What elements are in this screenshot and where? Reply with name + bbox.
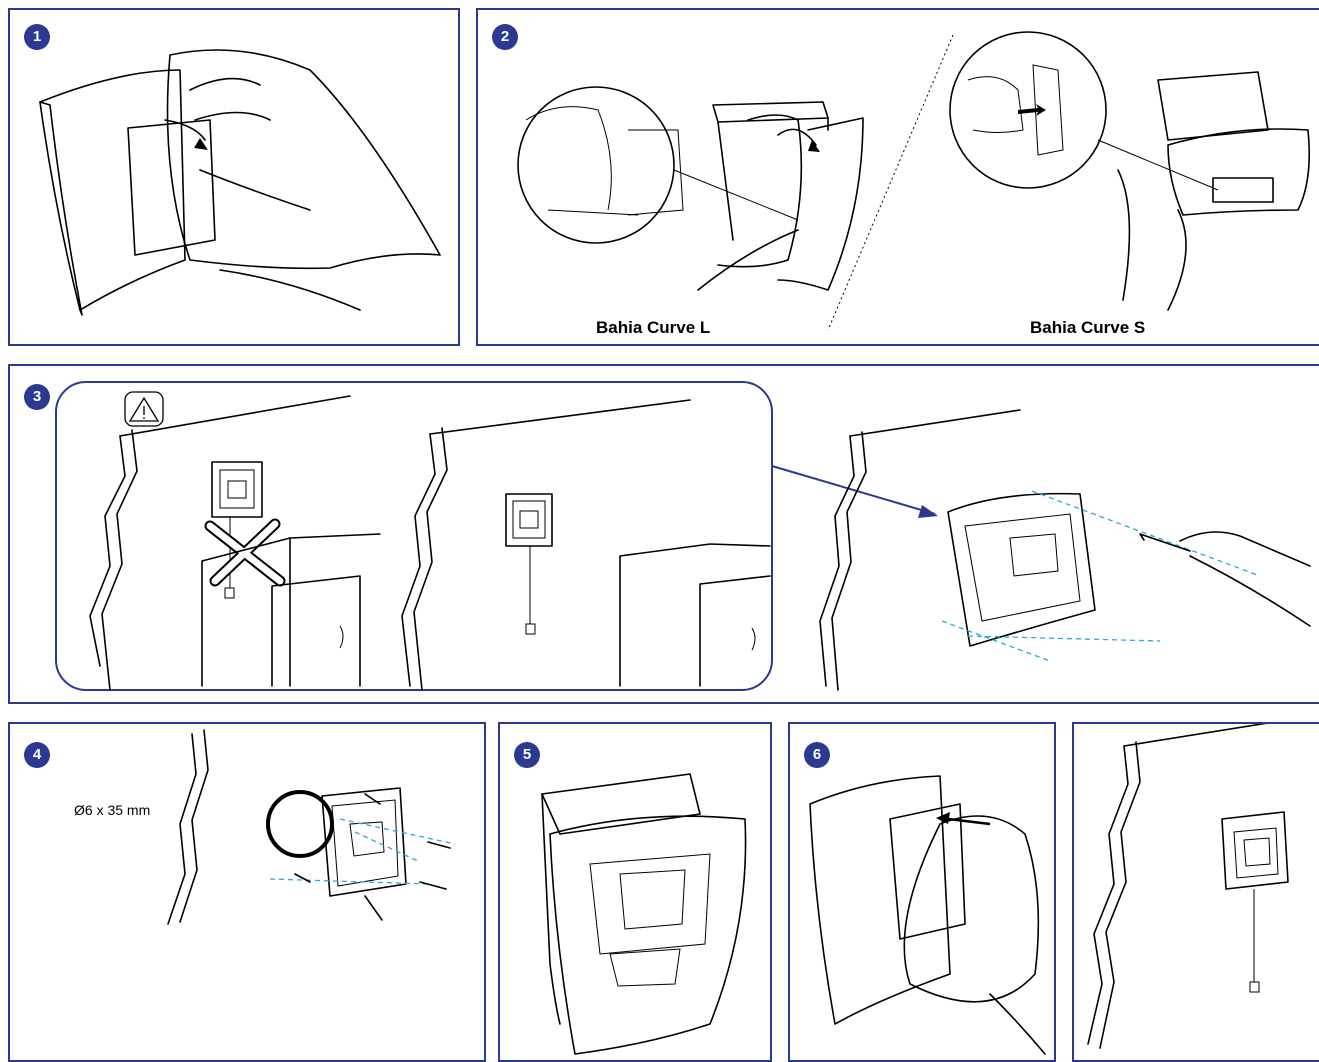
- step-4-badge: 4: [24, 742, 50, 768]
- step-5-panel: 5: [498, 722, 772, 1062]
- step-2-panel: 2 Bahia Curve L Bahia Curve S: [476, 8, 1319, 346]
- step-6-illustration: [790, 724, 1056, 1062]
- step-6-panel: 6: [788, 722, 1056, 1062]
- step-7-illustration: [1074, 724, 1319, 1062]
- step-2-badge: 2: [492, 24, 518, 50]
- step-1-illustration: [10, 10, 460, 346]
- step-2-illustration: [478, 10, 1319, 346]
- caption-bahia-curve-s: Bahia Curve S: [1030, 318, 1145, 338]
- step-6-badge: 6: [804, 742, 830, 768]
- dimension-label: Ø6 x 35 mm: [74, 802, 150, 818]
- step-1-panel: 1: [8, 8, 460, 346]
- step-4-illustration: [10, 724, 486, 1062]
- step-3-panel: 3: [8, 364, 1319, 704]
- caption-bahia-curve-l: Bahia Curve L: [596, 318, 710, 338]
- warning-triangle-icon: [125, 392, 163, 426]
- step-7-panel: [1072, 722, 1319, 1062]
- step-3-badge: 3: [24, 384, 50, 410]
- step-1-badge: 1: [24, 24, 50, 50]
- step-5-badge: 5: [514, 742, 540, 768]
- step-3-illustration: [10, 366, 1319, 704]
- step-5-illustration: [500, 724, 772, 1062]
- step-4-panel: 4 Ø6 x 35 mm: [8, 722, 486, 1062]
